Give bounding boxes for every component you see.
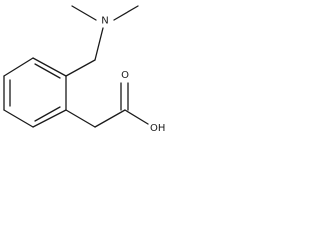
ring-bond: [3, 57, 34, 77]
c-oh-bond: [124, 109, 149, 125]
ring-double-bond: [34, 63, 61, 79]
n-methyl-bond: [71, 5, 97, 21]
ring-to-ch2-bond: [65, 59, 96, 77]
nitrogen-label: N: [101, 16, 108, 27]
ring-bond: [32, 109, 67, 128]
chemical-structure: N O OH: [3, 5, 165, 134]
ch2-to-n-bond: [94, 27, 104, 61]
n-methyl-bond: [113, 5, 139, 21]
dimethylaminomethyl-group: N: [65, 5, 139, 77]
ring-bond: [32, 57, 67, 77]
ch2-to-carbonyl-bond: [94, 109, 126, 128]
ring-to-ch2-bond: [65, 109, 96, 128]
carbonyl-oxygen-label: O: [121, 70, 129, 81]
ring-double-bond: [34, 106, 61, 122]
hydroxyl-label: OH: [150, 123, 165, 134]
benzene-ring: [3, 57, 67, 128]
acetic-acid-group: O OH: [65, 70, 165, 134]
ring-bond: [3, 109, 34, 128]
